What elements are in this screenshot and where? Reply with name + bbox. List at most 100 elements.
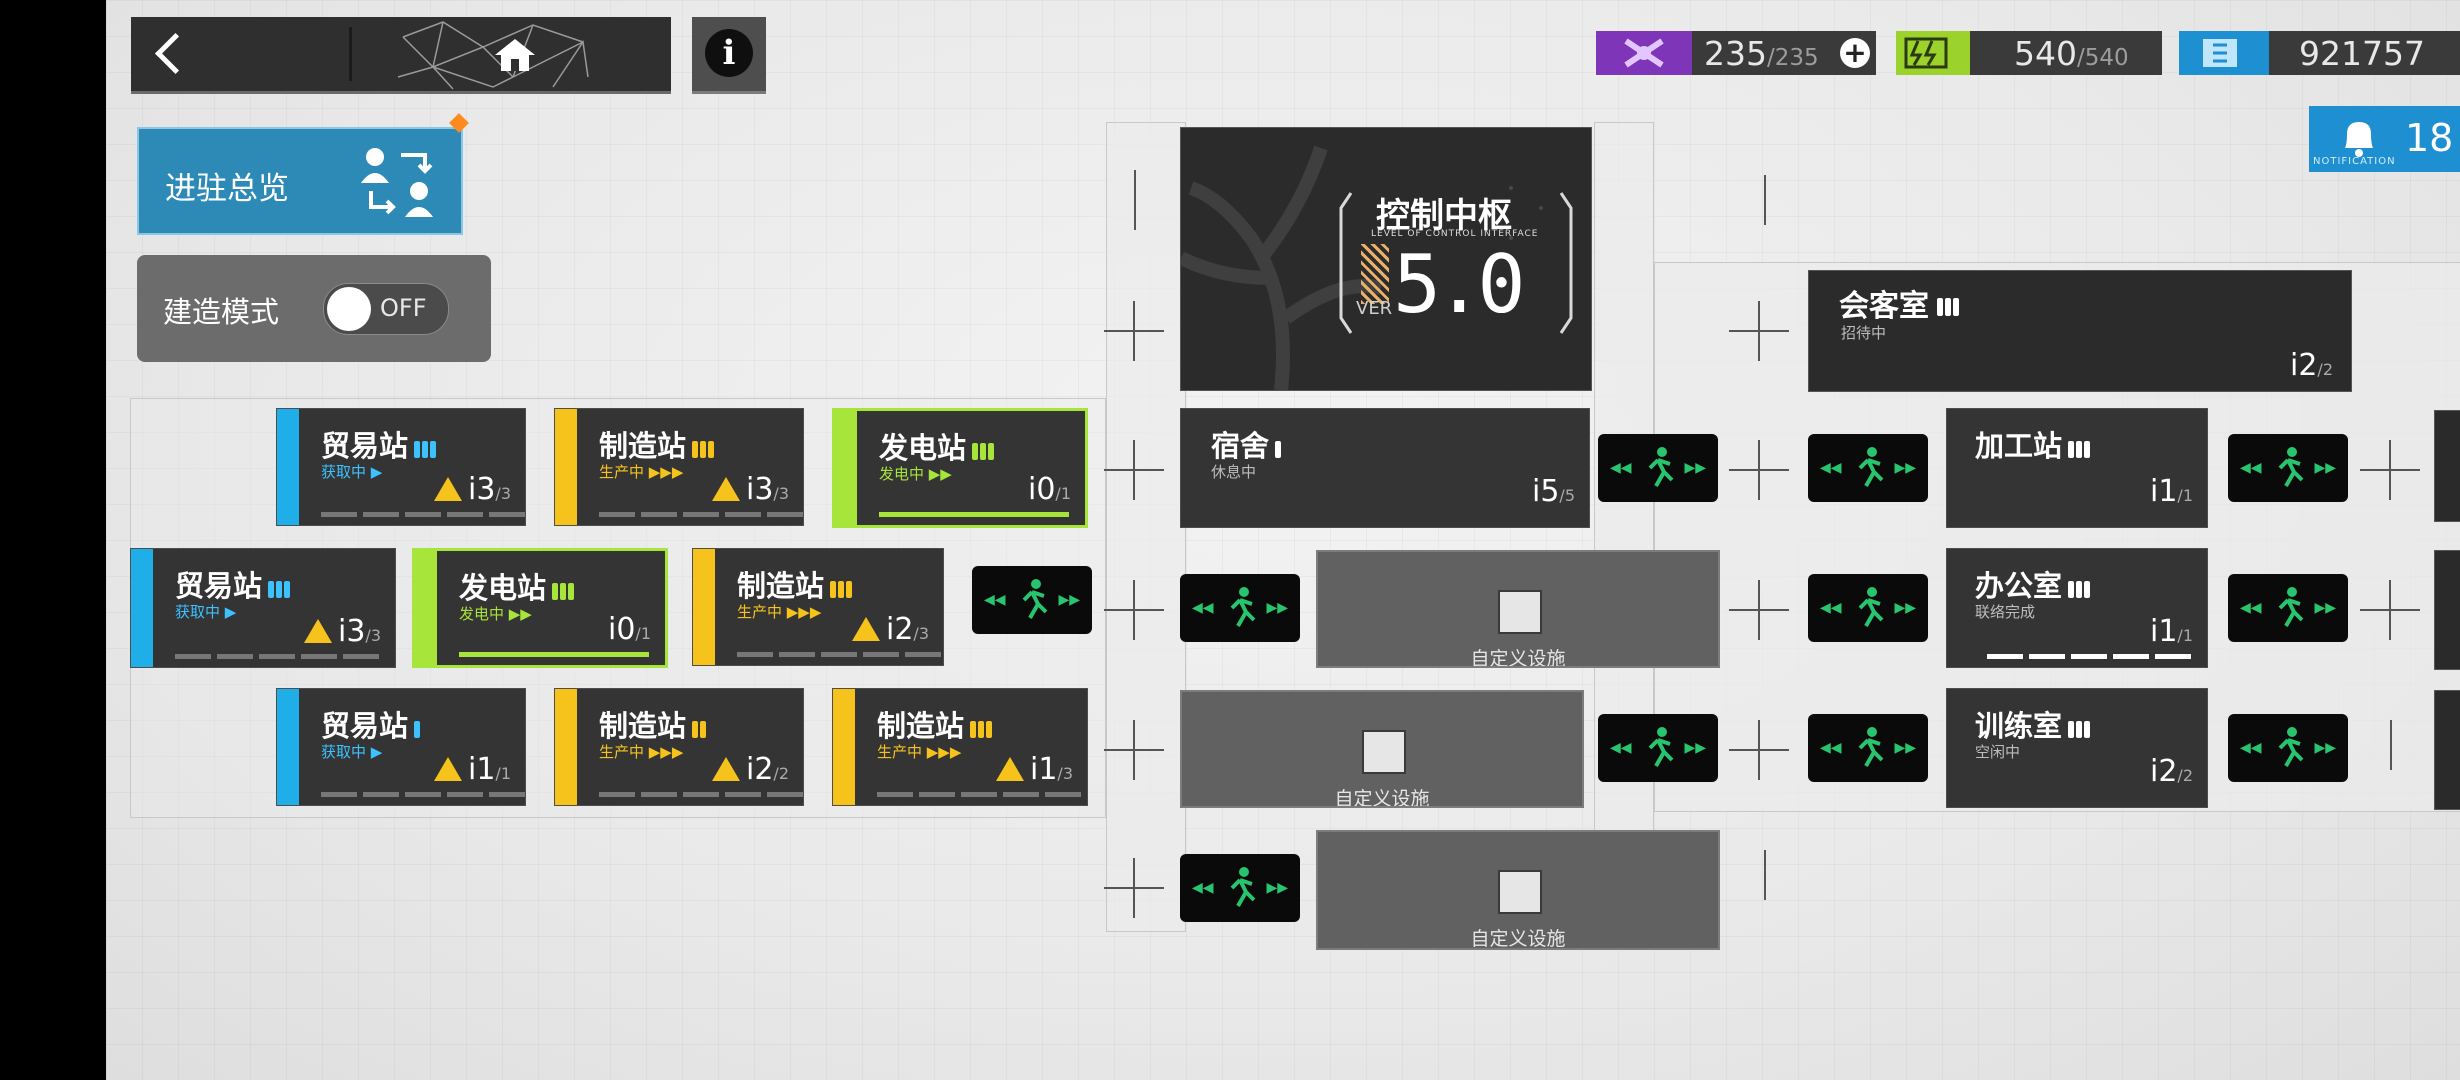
factory-room[interactable]: 制造站 生产中 ▶▶▶ i2/2 xyxy=(554,688,804,806)
training-room[interactable]: 训练室 空闲中 i2/2 xyxy=(1946,688,2208,808)
tree-graphic xyxy=(1181,145,1573,390)
room-status: 获取中 ▶ xyxy=(175,603,237,621)
lmd-counter: 921757 xyxy=(2179,31,2460,75)
build-mode-label: 建造模式 xyxy=(163,295,280,329)
power-plant-room[interactable]: 发电站 发电中 ▶▶ i0/1 xyxy=(412,548,668,668)
warning-icon xyxy=(995,757,1024,781)
trading-post-room[interactable]: 贸易站 获取中 ▶ i1/1 xyxy=(276,688,526,806)
corridor-button[interactable]: ◀◀ ▶▶ xyxy=(2228,574,2348,642)
arrow-right-icon: ▶▶ xyxy=(1684,740,1706,756)
drone-counter: 235/235 + xyxy=(1596,31,1876,75)
hammer-wrench-icon xyxy=(1498,590,1542,634)
corridor-button[interactable]: ◀◀ ▶▶ xyxy=(1180,574,1300,642)
toggle-state: OFF xyxy=(380,294,427,322)
runner-exit-icon xyxy=(1230,587,1256,627)
notification-button[interactable]: 18 NOTIFICATION xyxy=(2309,106,2460,172)
arrow-left-icon: ◀◀ xyxy=(1820,740,1842,756)
notification-count: 18 xyxy=(2405,116,2454,160)
corridor-button[interactable]: ◀◀ ▶▶ xyxy=(1180,854,1300,922)
trading-post-room[interactable]: 贸易站 获取中 ▶ i3/3 xyxy=(130,548,396,668)
build-mode-toggle[interactable]: OFF xyxy=(323,283,449,335)
station-overview-button[interactable]: 进驻总览 xyxy=(137,127,463,235)
factory-room[interactable]: 制造站 生产中 ▶▶▶ i1/3 xyxy=(832,688,1088,806)
custom-facility-slot[interactable]: 自定义设施 xyxy=(1316,830,1720,950)
custom-facility-label: 自定义设施 xyxy=(1470,648,1566,668)
room-name: 贸易站 xyxy=(321,703,422,745)
corridor-button[interactable]: ◀◀ ▶▶ xyxy=(1808,574,1928,642)
version-label: VER xyxy=(1356,298,1393,319)
room-status: 生产中 ▶▶▶ xyxy=(599,463,684,481)
trading-post-room[interactable]: 贸易站 获取中 ▶ i3/3 xyxy=(276,408,526,526)
corridor-button[interactable]: ◀◀ ▶▶ xyxy=(1598,714,1718,782)
warning-icon xyxy=(851,617,880,641)
arrow-left-icon: ◀◀ xyxy=(984,592,1006,608)
room-accent xyxy=(555,689,577,805)
home-button[interactable] xyxy=(353,17,671,91)
add-drone-button[interactable]: + xyxy=(1840,38,1870,68)
corridor-button[interactable]: ◀◀ ▶▶ xyxy=(2228,714,2348,782)
dormitory-room[interactable]: 宿舍 休息中 i5/5 xyxy=(1180,408,1590,528)
control-center-version: 5.0 xyxy=(1393,238,1525,331)
runner-exit-icon xyxy=(2278,447,2304,487)
custom-facility-label: 自定义设施 xyxy=(1470,928,1566,950)
network-pattern xyxy=(397,21,589,90)
control-center-name: 控制中枢 xyxy=(1376,196,1512,236)
room-status: 生产中 ▶▶▶ xyxy=(737,603,822,621)
factory-room[interactable]: 制造站 生产中 ▶▶▶ i3/3 xyxy=(554,408,804,526)
info-icon: i xyxy=(705,29,753,77)
room-count: i2/3 xyxy=(851,612,929,647)
room-status: 发电中 ▶▶ xyxy=(879,465,952,483)
grid-frame xyxy=(1594,122,1654,932)
corridor-button[interactable]: ◀◀ ▶▶ xyxy=(2228,434,2348,502)
grid-node xyxy=(1764,175,1766,225)
room-count: i2/2 xyxy=(2149,754,2193,789)
room-accent xyxy=(277,409,299,525)
drone-icon xyxy=(1596,31,1692,75)
arrow-right-icon: ▶▶ xyxy=(1894,460,1916,476)
workshop-room[interactable]: 加工站 i1/1 xyxy=(1946,408,2208,528)
bell-icon xyxy=(2345,122,2373,157)
custom-facility-slot[interactable]: 自定义设施 xyxy=(1180,690,1584,808)
runner-exit-icon xyxy=(2278,587,2304,627)
corridor-button[interactable]: ◀◀ ▶▶ xyxy=(1808,434,1928,502)
corridor-button[interactable]: ◀◀ ▶▶ xyxy=(1598,434,1718,502)
offscreen-room[interactable] xyxy=(2434,410,2460,522)
operator-slots xyxy=(599,792,803,797)
arrow-left-icon: ◀◀ xyxy=(2240,460,2262,476)
offscreen-room[interactable] xyxy=(2434,550,2460,670)
factory-room[interactable]: 制造站 生产中 ▶▶▶ i2/3 xyxy=(692,548,944,666)
room-name: 贸易站 xyxy=(175,563,292,605)
arrow-left-icon: ◀◀ xyxy=(2240,600,2262,616)
reception-room[interactable]: 会客室 招待中 i2/2 xyxy=(1808,270,2352,392)
room-accent xyxy=(833,689,855,805)
room-name: 制造站 xyxy=(599,423,716,465)
power-plant-room[interactable]: 发电站 发电中 ▶▶ i0/1 xyxy=(832,408,1088,528)
custom-facility-slot[interactable]: 自定义设施 xyxy=(1316,550,1720,668)
operator-slots xyxy=(737,652,941,657)
room-accent xyxy=(277,689,299,805)
operator-slots xyxy=(321,512,525,517)
hr-office-room[interactable]: 办公室 联络完成 i1/1 xyxy=(1946,548,2208,668)
room-count: i0/1 xyxy=(607,612,651,647)
corridor-button[interactable]: ◀◀ ▶▶ xyxy=(972,566,1092,634)
back-button[interactable] xyxy=(131,17,351,91)
arrow-right-icon: ▶▶ xyxy=(1058,592,1080,608)
corridor-button[interactable]: ◀◀ ▶▶ xyxy=(1808,714,1928,782)
arrow-left-icon: ◀◀ xyxy=(1820,600,1842,616)
room-name: 制造站 xyxy=(599,703,708,745)
toggle-knob xyxy=(327,287,371,331)
reception-name: 会客室 xyxy=(1839,281,1959,325)
room-count: i3/3 xyxy=(433,472,511,507)
top-nav-bar xyxy=(131,17,671,94)
room-count: i1/3 xyxy=(995,752,1073,787)
hatch-decoration xyxy=(1361,244,1389,304)
offscreen-room[interactable] xyxy=(2434,690,2460,810)
hammer-wrench-icon xyxy=(1498,870,1542,914)
warning-icon xyxy=(711,757,740,781)
runner-exit-icon xyxy=(1022,579,1048,619)
info-button[interactable]: i xyxy=(692,17,766,94)
control-center-room[interactable]: 控制中枢 LEVEL OF CONTROL INTERFACE 5.0 VER xyxy=(1180,127,1592,391)
room-count: i1/1 xyxy=(433,752,511,787)
hammer-wrench-icon xyxy=(1362,730,1406,774)
room-accent xyxy=(693,549,715,665)
